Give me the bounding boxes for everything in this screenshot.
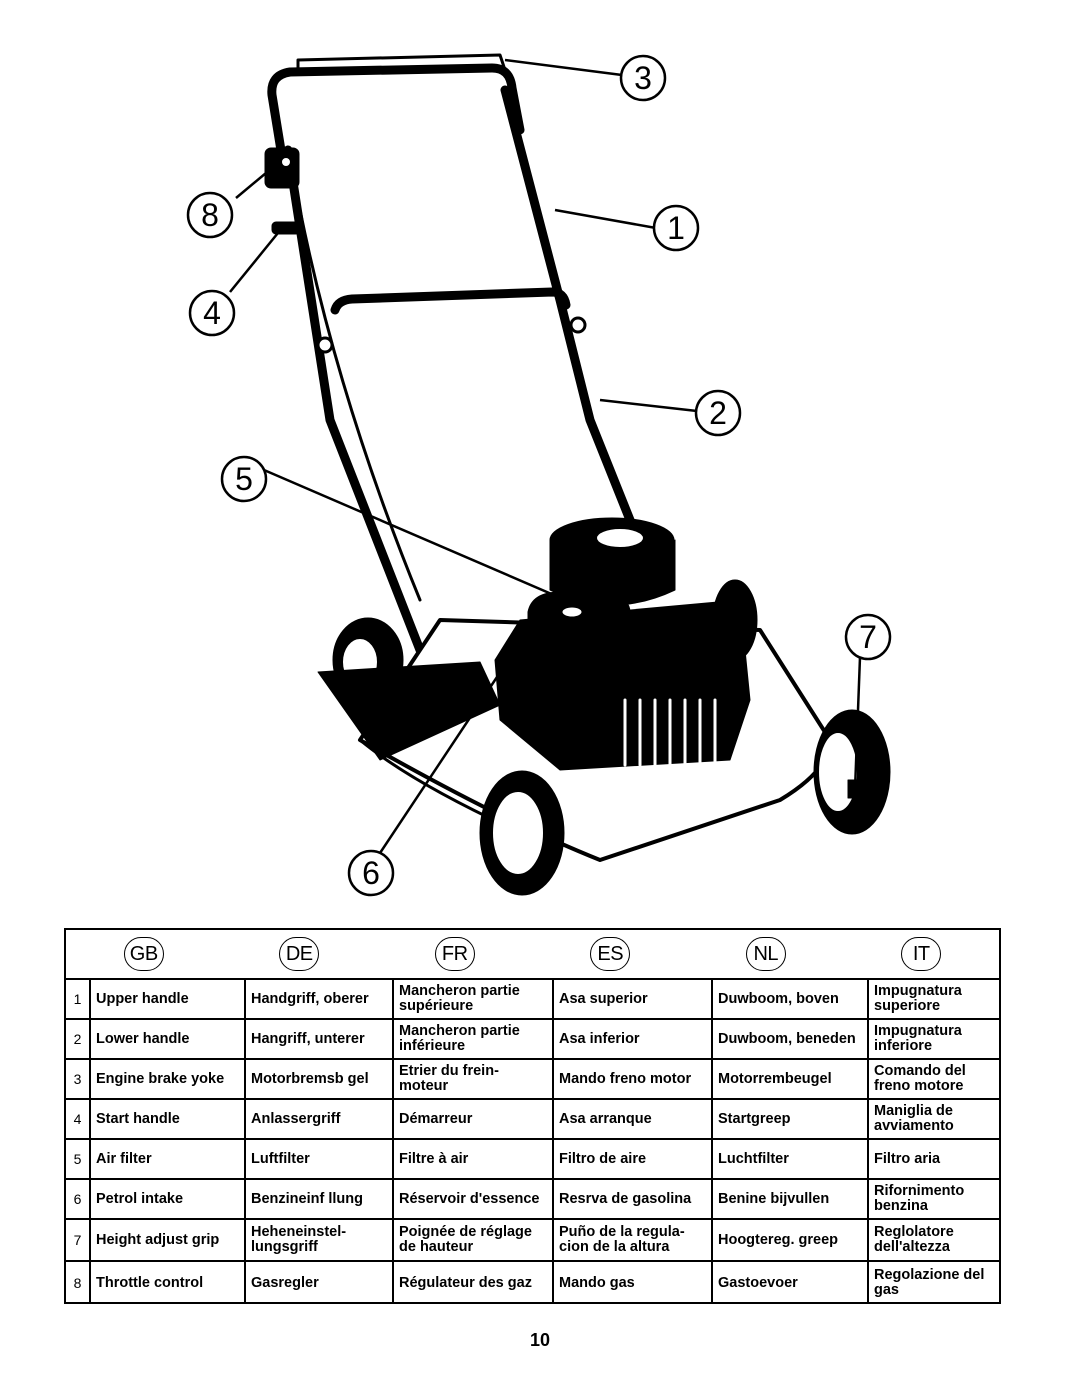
callout-3: 3 [619,54,667,102]
part-name-it: Rifornimento benzina [874,1183,965,1214]
part-name-it: Filtro aria [874,1150,941,1167]
part-name-gb: Throttle control [91,1262,246,1304]
table-row: 6 Petrol intake Benzineinf llung Réservo… [66,1180,999,1220]
svg-text:7: 7 [859,619,877,655]
lower-handle-left [283,145,425,655]
part-name-fr: Poignée de réglage de hauteur [394,1220,554,1260]
part-number: 1 [66,980,91,1018]
part-name-fr: Etrier du frein-moteur [394,1060,554,1098]
part-name-it: Comando del freno motore [874,1063,966,1094]
part-name-nl: Motorrembeugel [713,1060,869,1098]
part-name-gb: Start handle [91,1100,246,1138]
callout-8: 8 [186,191,234,239]
part-name-es: Filtro de aire [554,1140,713,1178]
language-badge-gb: GB [123,937,164,971]
part-name-it: Regolazione del gas [874,1267,985,1298]
part-name-es: Asa arranque [554,1100,713,1138]
part-name-gb: Air filter [91,1140,246,1178]
part-name-gb: Upper handle [91,980,246,1018]
part-name-nl: Gastoevoer [713,1262,869,1304]
part-number: 7 [66,1220,91,1260]
svg-text:4: 4 [203,295,221,331]
parts-legend-table: GB DE FR ES NL IT 1 Upper handle Handgri… [64,928,1001,1304]
part-name-it: Reglolatore dell'altezza [874,1224,954,1255]
language-badge-nl: NL [745,937,786,971]
part-name-fr: Filtre à air [394,1140,554,1178]
part-name-fr: Régulateur des gaz [394,1262,554,1304]
svg-text:6: 6 [362,855,380,891]
callout-4: 4 [188,289,236,337]
lower-handle-crossbar [330,287,571,315]
table-row: 5 Air filter Luftfilter Filtre à air Fil… [66,1140,999,1180]
part-name-es: Mando gas [554,1262,713,1304]
part-name-de: Motorbremsb gel [246,1060,394,1098]
part-name-de: Luftfilter [246,1140,394,1178]
petrol-intake-shape [503,644,537,666]
part-name-fr: Mancheron partie supérieure [394,980,554,1018]
part-name-es: Puño de la regula-cion de la altura [554,1220,713,1260]
table-row: 2 Lower handle Hangriff, unterer Mancher… [66,1020,999,1060]
callout-2: 2 [694,389,742,437]
part-name-es: Asa superior [554,980,713,1018]
callout-7: 7 [844,613,892,661]
part-name-it: Maniglia de avviamento [874,1103,954,1134]
page-number: 10 [529,1330,551,1350]
lower-handle-right [500,85,645,550]
part-name-de: Gasregler [246,1262,394,1304]
part-name-it: Impugnatura inferiore [874,1023,962,1054]
part-name-de: Heheneinstel-lungsgriff [246,1220,394,1260]
svg-text:1: 1 [667,210,685,246]
part-name-it: Impugnatura superiore [874,983,962,1014]
part-name-es: Mando freno motor [554,1060,713,1098]
part-number: 8 [66,1262,91,1304]
part-name-gb: Lower handle [91,1020,246,1058]
part-number: 6 [66,1180,91,1218]
part-name-nl: Hoogtereg. greep [713,1220,869,1260]
svg-text:3: 3 [634,60,652,96]
height-adjust-grip-shape [847,779,859,799]
svg-text:5: 5 [235,461,253,497]
part-name-nl: Duwboom, beneden [713,1020,869,1058]
part-name-fr: Mancheron partie inférieure [394,1020,554,1058]
part-name-nl: Benine bijvullen [713,1180,869,1218]
language-badge-es: ES [590,937,631,971]
part-name-gb: Engine brake yoke [91,1060,246,1098]
part-name-nl: Startgreep [713,1100,869,1138]
part-name-gb: Height adjust grip [91,1220,246,1260]
part-name-de: Hangriff, unterer [246,1020,394,1058]
table-row: 8 Throttle control Gasregler Régulateur … [66,1262,999,1304]
table-row: 1 Upper handle Handgriff, oberer Mancher… [66,980,999,1020]
part-name-fr: Démarreur [394,1100,554,1138]
callout-6: 6 [347,849,395,897]
upper-handle-shape [267,63,525,180]
language-badge-fr: FR [434,937,475,971]
table-row: 7 Height adjust grip Heheneinstel-lungsg… [66,1220,999,1262]
part-number: 3 [66,1060,91,1098]
part-name-es: Asa inferior [554,1020,713,1058]
language-header-row: GB DE FR ES NL IT [66,930,999,980]
part-name-de: Handgriff, oberer [246,980,394,1018]
part-name-es: Resrva de gasolina [554,1180,713,1218]
part-name-nl: Duwboom, boven [713,980,869,1018]
svg-text:2: 2 [709,395,727,431]
part-number: 5 [66,1140,91,1178]
svg-text:8: 8 [201,197,219,233]
part-number: 2 [66,1020,91,1058]
part-name-nl: Luchtfilter [713,1140,869,1178]
part-name-fr: Réservoir d'essence [394,1180,554,1218]
throttle-control-shape [264,147,300,189]
table-row: 3 Engine brake yoke Motorbremsb gel Etri… [66,1060,999,1100]
language-badge-it: IT [901,937,942,971]
language-badge-de: DE [279,937,320,971]
part-name-de: Benzineinf llung [246,1180,394,1218]
part-number: 4 [66,1100,91,1138]
table-row: 4 Start handle Anlassergriff Démarreur A… [66,1100,999,1140]
callout-1: 1 [652,204,700,252]
part-name-de: Anlassergriff [246,1100,394,1138]
callout-5: 5 [220,455,268,503]
part-name-gb: Petrol intake [91,1180,246,1218]
start-handle-shape [271,221,301,235]
lawn-mower-illustration: 3 1 2 8 4 5 7 6 [186,53,892,897]
